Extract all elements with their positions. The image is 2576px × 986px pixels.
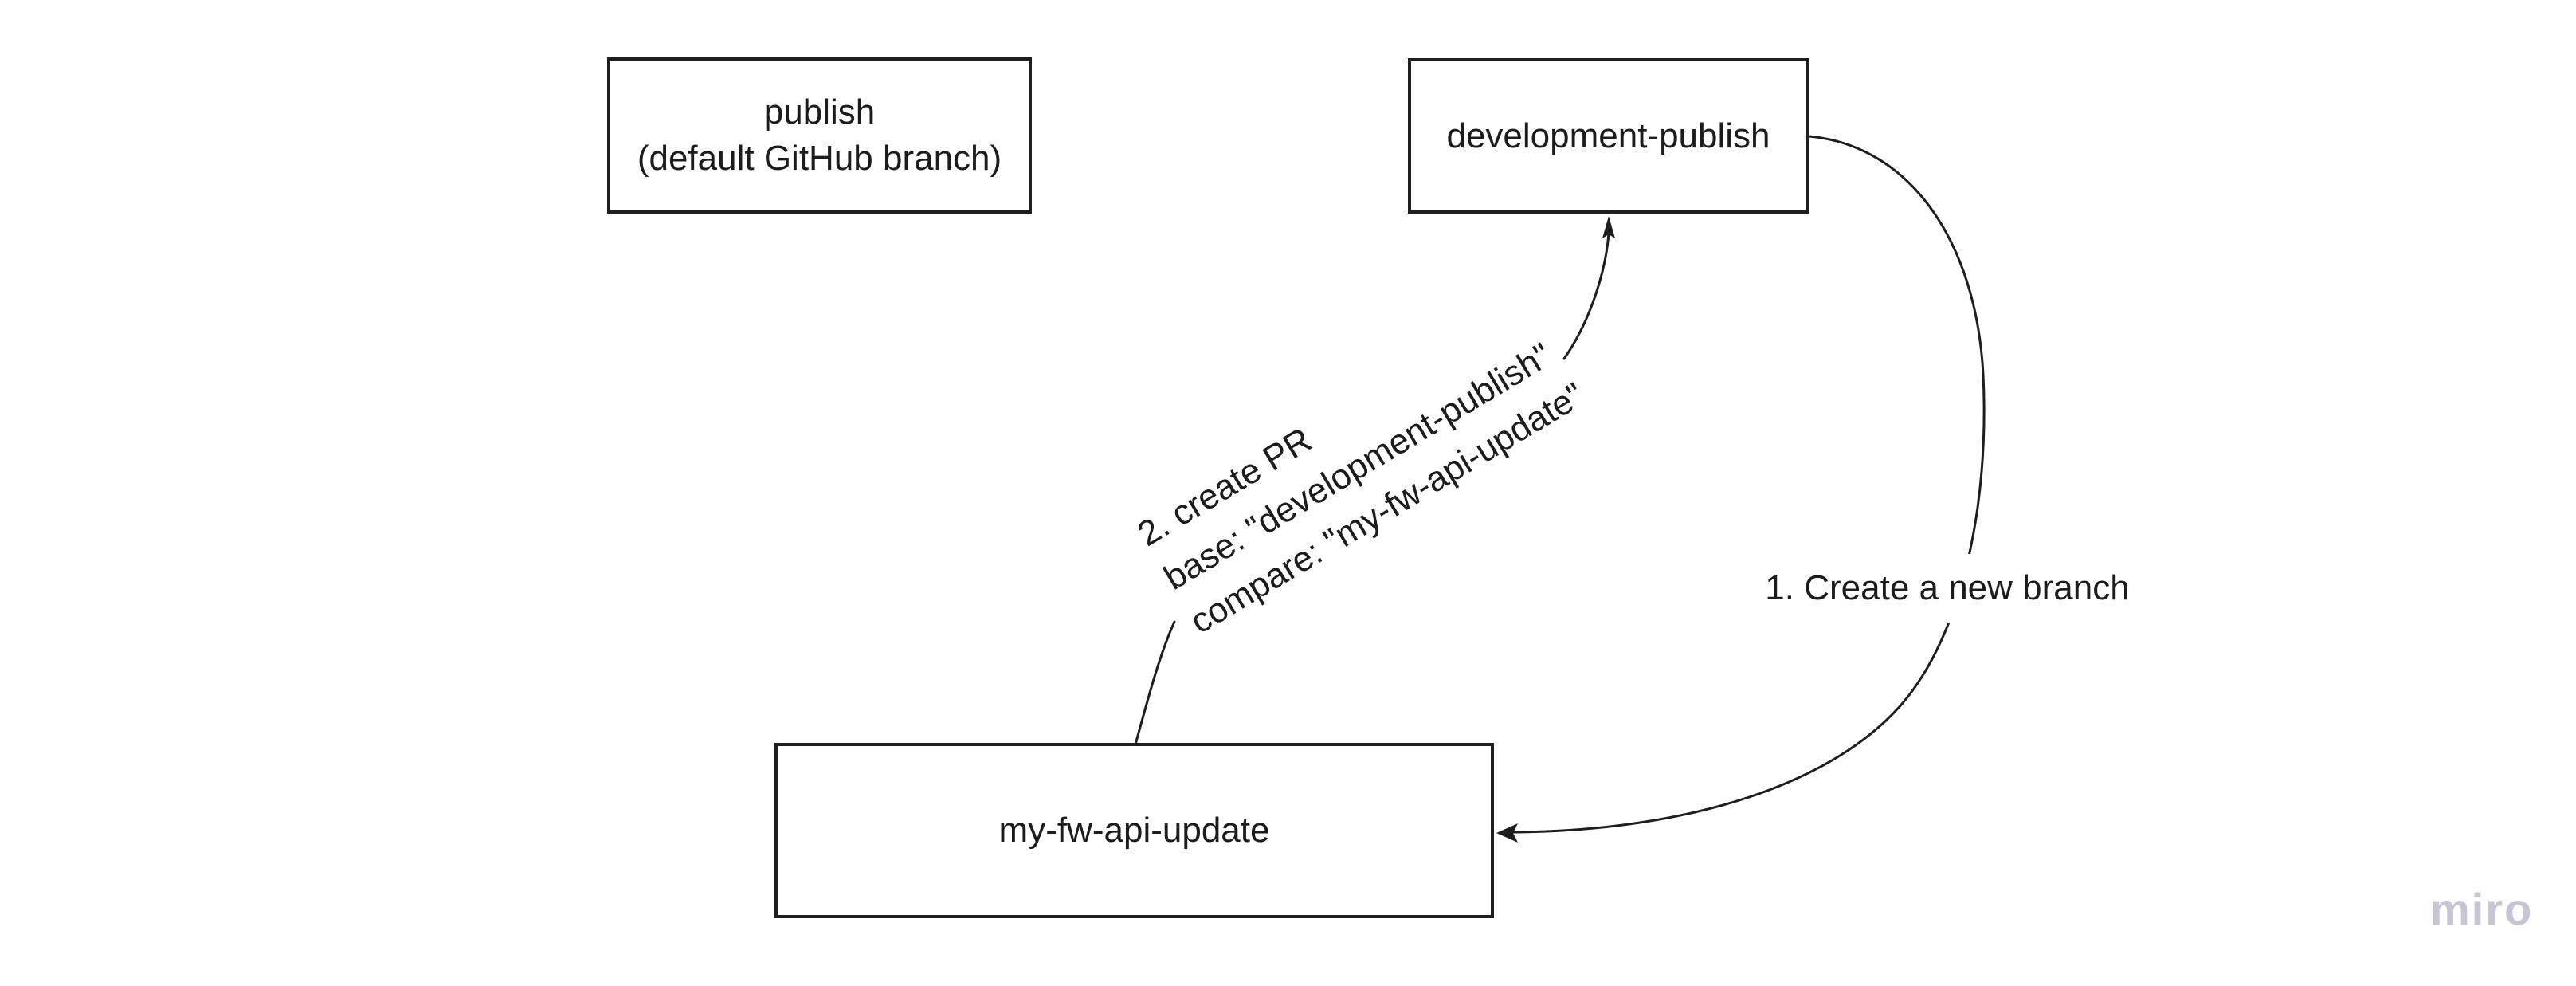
miro-watermark-logo: miro: [2430, 884, 2534, 934]
node-my-fw-api-update[interactable]: my-fw-api-update: [774, 743, 1494, 918]
node-publish[interactable]: publish (default GitHub branch): [607, 57, 1032, 214]
node-my-fw-api-update-label: my-fw-api-update: [998, 811, 1270, 850]
node-publish-label-line1: publish: [763, 92, 876, 132]
node-publish-label-line2: (default GitHub branch): [637, 139, 1002, 178]
edge-create-branch-arrowhead-icon: [1496, 823, 1518, 843]
edge-create-branch-curve[interactable]: [1512, 135, 1986, 834]
edge-create-pr-curve-lower[interactable]: [1134, 620, 1176, 746]
node-development-publish[interactable]: development-publish: [1408, 58, 1809, 214]
edge-create-pr-curve-upper[interactable]: [1562, 231, 1610, 360]
edge-create-pr-arrowhead-icon: [1602, 216, 1615, 238]
edge-label-create-branch: 1. Create a new branch: [1757, 554, 2138, 623]
node-development-publish-label: development-publish: [1446, 116, 1770, 155]
